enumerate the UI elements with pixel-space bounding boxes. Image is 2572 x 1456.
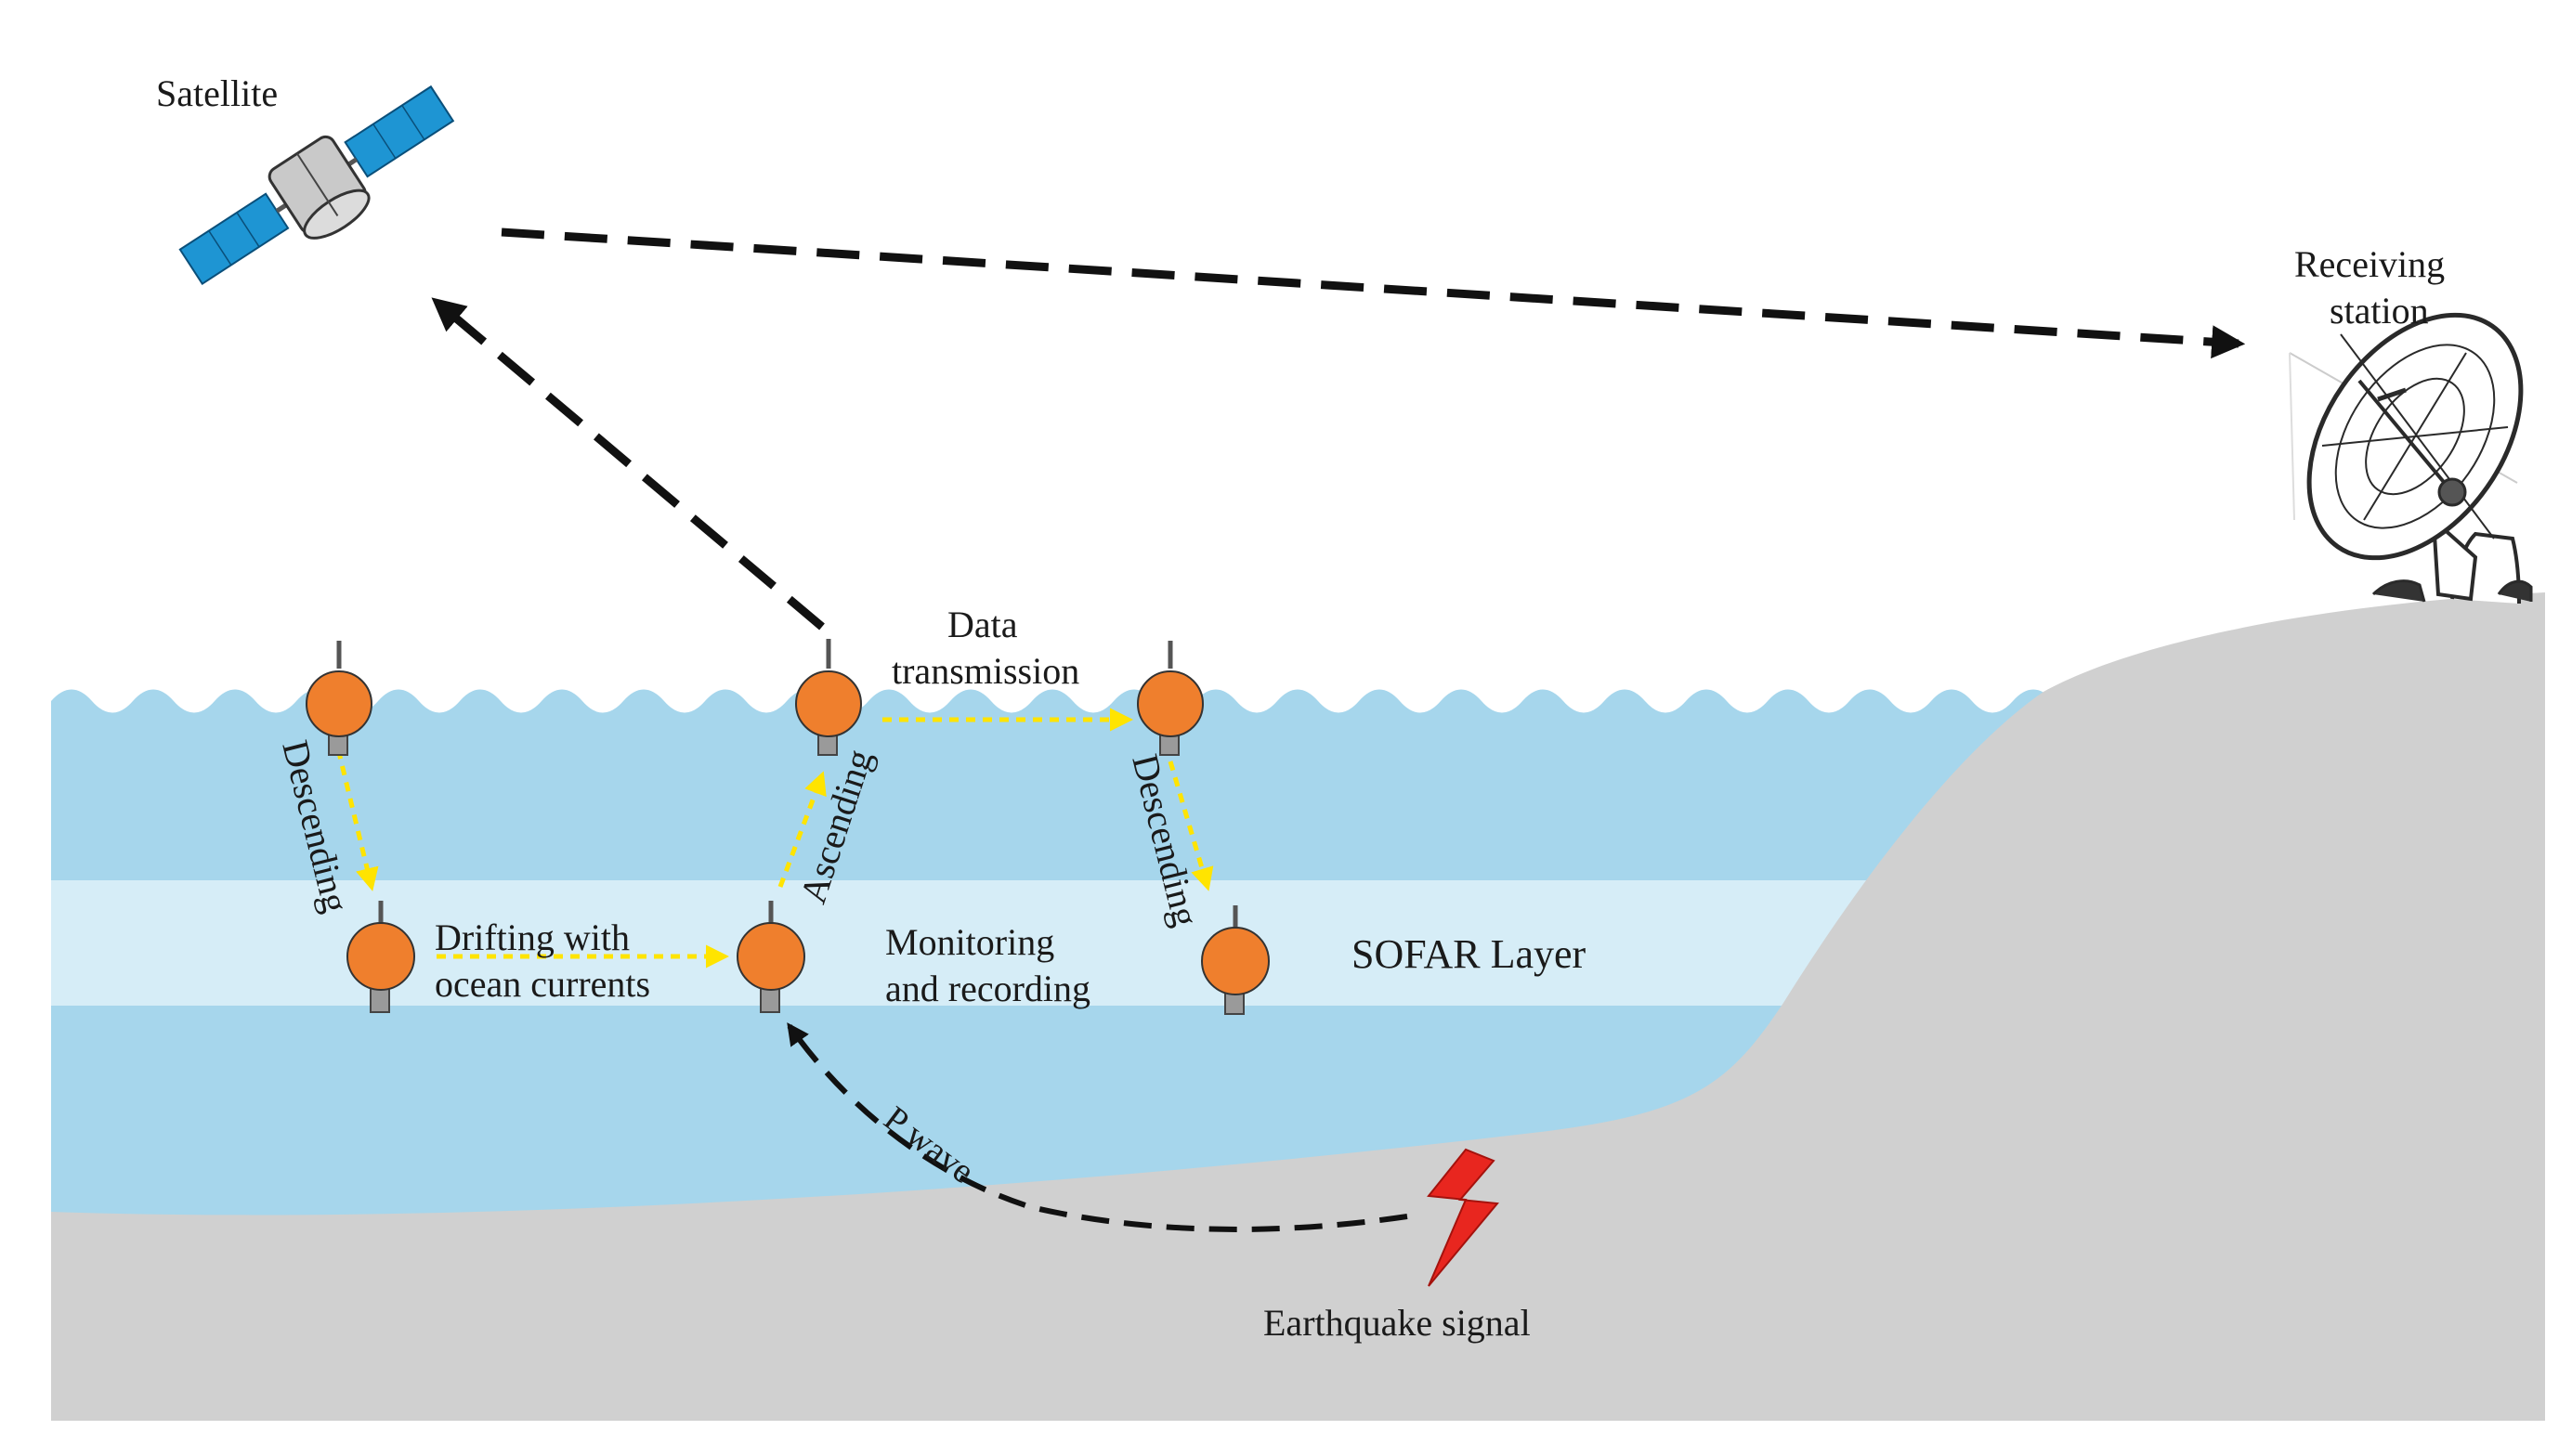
lightning-bolt-icon (1427, 1148, 1499, 1287)
float-instrument-icon (737, 901, 805, 1013)
earthquake-signal-label: Earthquake signal (1263, 1302, 1531, 1344)
float-instrument-icon (795, 639, 862, 756)
descending-arrow-2 (1168, 760, 1214, 891)
float-instrument-icon (306, 641, 372, 756)
ascending-arrow (777, 771, 827, 888)
data-transmission-label-line2: transmission (892, 650, 1080, 692)
sofar-layer-label: SOFAR Layer (1351, 931, 1586, 977)
receiving-station-label-line2: station (2330, 290, 2429, 332)
uplink-arrow (431, 297, 825, 630)
seafloor-land (51, 592, 2545, 1421)
receiving-station-label-line1: Receiving (2294, 243, 2446, 285)
monitoring-label-line2: and recording (885, 968, 1091, 1009)
float-instrument-icon (1137, 641, 1204, 756)
drifting-label-line1: Drifting with (435, 916, 630, 958)
drifting-label-line2: ocean currents (435, 963, 651, 1005)
downlink-arrow (501, 228, 2246, 359)
monitoring-label-line1: Monitoring (885, 921, 1055, 963)
satellite-label: Satellite (156, 72, 279, 114)
data-transmission-label-line1: Data (947, 604, 1018, 645)
float-instrument-icon (1201, 905, 1270, 1015)
satellite-icon (178, 84, 455, 285)
float-instrument-icon (346, 901, 415, 1013)
satellite-dish-icon (2289, 312, 2533, 604)
